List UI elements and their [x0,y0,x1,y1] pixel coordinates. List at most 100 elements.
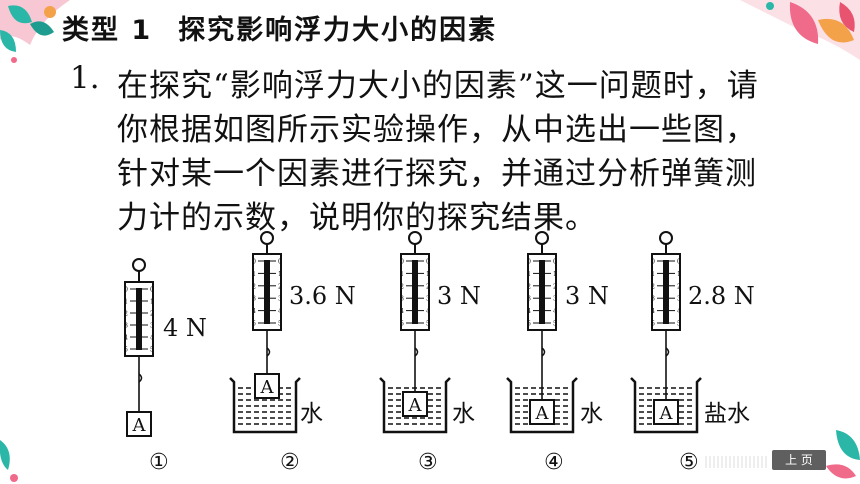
beaker [630,377,702,434]
figure-index-label: ① [149,450,169,475]
question-line: 你根据如图所示实验操作，从中选出一些图， [117,112,757,148]
top-left-floral-decoration [0,0,70,63]
scale-tick-label: 1 [252,271,256,278]
scale-tick-label: 5 [677,321,681,328]
scale-ring [659,231,673,245]
scale-tick-label: 5 [426,321,430,328]
liquid-label: 水 [580,401,603,427]
scale-tick-label: 3 [278,296,282,303]
question-line: 在探究“影响浮力大小的因素”这一问题时，请 [117,68,759,104]
block-a-label: A [260,377,275,398]
block-a [254,373,280,399]
scale-tick-label: 1 [426,271,430,278]
scale-tick-label: 3 [677,296,681,303]
scale-tick-label: 0 [150,287,154,294]
scale-tick-label: 1 [527,271,531,278]
scale-tick-label: 3 [252,296,256,303]
question-line: 力计的示数，说明你的探究结果。 [117,200,597,236]
beaker [506,377,578,434]
scale-tick-label: 5 [278,321,282,328]
block-a-label: A [659,403,674,424]
scale-indicator [663,260,669,324]
scale-tick-label: 3 [400,296,404,303]
hook [665,347,670,357]
scale-tick-label: 5 [124,347,128,354]
top-right-floral-decoration [740,0,860,60]
scale-tick-label: 4 [278,308,282,315]
liquid-label: 水 [452,401,475,427]
spring-scale-reading: 3 N [565,282,609,310]
scale-ring [408,231,422,245]
hook [138,373,143,383]
scale-tick-label: 1 [651,271,655,278]
progress-dots [705,456,769,468]
scale-tick-label: 1 [553,271,557,278]
scale-tick-label: 4 [150,335,154,342]
scale-tick-label: 3 [150,323,154,330]
scale-tick-label: 2 [426,283,430,290]
scale-tick-label: 4 [400,308,404,315]
section-heading: 类型 1 探究影响浮力大小的因素 [62,8,497,47]
scale-tick-label: 2 [527,283,531,290]
scale-indicator [264,260,270,324]
figure-index-label: ③ [418,450,438,475]
scale-tick-label: 4 [426,308,430,315]
scale-tick-label: 2 [553,283,557,290]
scale-tick-label: 0 [553,259,557,266]
previous-page-button[interactable]: 上 页 [772,450,826,470]
block-a [402,391,428,417]
hook [541,347,546,357]
liquid-label: 水 [300,401,323,427]
scale-tick-label: 4 [527,308,531,315]
scale-tick-label: 4 [124,335,128,342]
scale-tick-label: 0 [400,259,404,266]
scale-indicator [136,288,142,350]
scale-tick-label: 5 [150,347,154,354]
figure-index-label: ④ [544,450,564,475]
scale-ring [132,258,146,272]
section-title: 探究影响浮力大小的因素 [178,15,498,46]
scale-tick-label: 0 [278,259,282,266]
scale-tick-label: 2 [252,283,256,290]
beaker [379,377,451,434]
hook [414,347,419,357]
figure-index-label: ⑤ [679,450,699,475]
scale-tick-label: 5 [252,321,256,328]
scale-tick-label: 1 [400,271,404,278]
scale-tick-label: 3 [527,296,531,303]
scale-tick-label: 1 [150,299,154,306]
scale-tick-label: 5 [553,321,557,328]
scale-tick-label: 5 [527,321,531,328]
scale-tick-label: 2 [677,283,681,290]
question-line: 针对某一个因素进行探究，并通过分析弹簧测 [117,156,757,192]
hook [266,347,271,357]
scale-tick-label: 0 [677,259,681,266]
scale-indicator [412,260,418,324]
scale-tick-label: 5 [651,321,655,328]
scale-tick-label: 2 [278,283,282,290]
section-type-label: 类型 1 [62,15,153,46]
scale-tick-label: 1 [124,299,128,306]
bottom-right-floral-decoration [826,430,860,479]
beaker [229,377,301,434]
scale-tick-label: 4 [651,308,655,315]
scale-tick-label: 2 [124,311,128,318]
scale-tick-label: 4 [677,308,681,315]
scale-tick-label: 1 [278,271,282,278]
block-a-label: A [535,403,550,424]
figure-index-label: ② [280,450,300,475]
scale-tick-label: 3 [426,296,430,303]
spring-scale-reading: 4 N [163,314,207,342]
scale-tick-label: 0 [124,287,128,294]
block-a [653,399,679,425]
scale-tick-label: 3 [553,296,557,303]
scale-tick-label: 2 [150,311,154,318]
scale-tick-label: 0 [651,259,655,266]
